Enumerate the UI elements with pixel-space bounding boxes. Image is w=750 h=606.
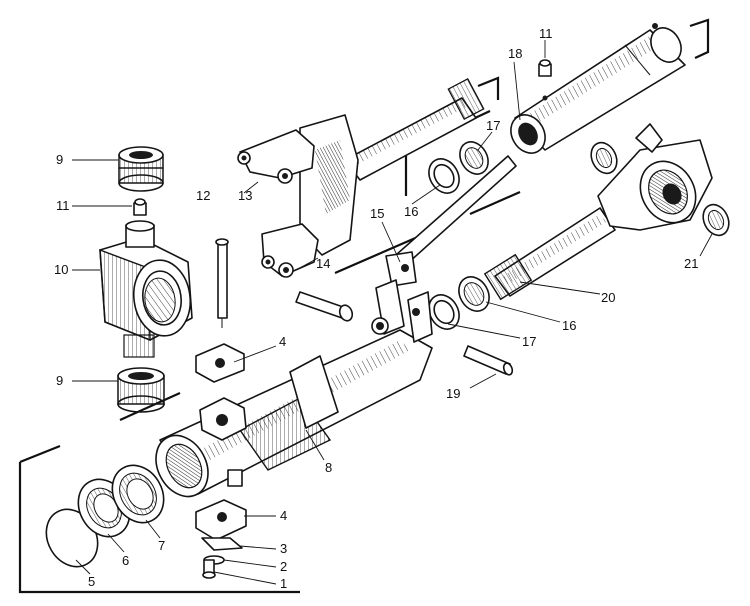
callout-15: 15: [370, 206, 384, 221]
part-20-piston-rod-with-eye: [483, 123, 713, 301]
part-7-bushing: [111, 464, 165, 524]
part-12-pin: [215, 238, 229, 328]
callout-3: 3: [280, 541, 287, 556]
callout-14: 14: [316, 256, 330, 271]
part-9-bushing-lower: [117, 367, 165, 413]
callout-10: 10: [54, 262, 68, 277]
part-11-grease-nipple-left: [133, 198, 147, 216]
callout-7: 7: [158, 538, 165, 553]
part-bolt-center: [295, 291, 354, 322]
part-9-bushing-upper: [118, 146, 164, 192]
callout-21: 21: [684, 256, 698, 271]
callout-6: 6: [122, 553, 129, 568]
callout-16-upper: 16: [404, 204, 418, 219]
part-10-trunnion-housing: [99, 220, 193, 358]
part-1-bolt: [202, 559, 216, 579]
part-17-ring-lower: [428, 294, 460, 330]
callout-11-left: 11: [56, 198, 70, 213]
part-11-grease-nipple-right: [538, 59, 552, 77]
callout-18: 18: [508, 46, 522, 61]
part-bushing-small-top-right: [590, 141, 618, 175]
callout-1: 1: [280, 576, 287, 591]
part-16-ring-lower: [458, 276, 490, 312]
part-16-ring-upper: [428, 158, 460, 194]
callout-12: 12: [196, 188, 210, 203]
part-8-cylinder-body: [155, 279, 433, 498]
callout-2: 2: [280, 559, 287, 574]
part-18-outer-tube: [510, 23, 686, 154]
callout-4-upper: 4: [279, 334, 286, 349]
callout-20: 20: [601, 290, 615, 305]
callout-19: 19: [446, 386, 460, 401]
part-15-tie-rod: [385, 155, 517, 287]
callout-17-upper: 17: [486, 118, 500, 133]
leader-lines: [72, 40, 713, 585]
part-13-14-fork-yoke: [237, 77, 485, 278]
callout-13: 13: [238, 188, 252, 203]
callout-9-upper: 9: [56, 152, 63, 167]
part-21-ring: [702, 203, 730, 237]
part-3-plate: [201, 537, 243, 551]
callout-11-right: 11: [539, 26, 553, 41]
callout-4-lower: 4: [280, 508, 287, 523]
callout-labels: 9 11 10 9 12 13 14 15 16 17 18 11 4 20 1…: [54, 26, 698, 591]
callout-8: 8: [325, 460, 332, 475]
part-4-flange-upper: [195, 343, 245, 383]
callout-16-lower: 16: [562, 318, 576, 333]
callout-9-lower: 9: [56, 373, 63, 388]
part-19-pin: [463, 345, 514, 376]
callout-5: 5: [88, 574, 95, 589]
callout-17-lower: 17: [522, 334, 536, 349]
part-4-flange-lower: [195, 499, 247, 541]
part-17-ring-upper: [459, 141, 489, 175]
